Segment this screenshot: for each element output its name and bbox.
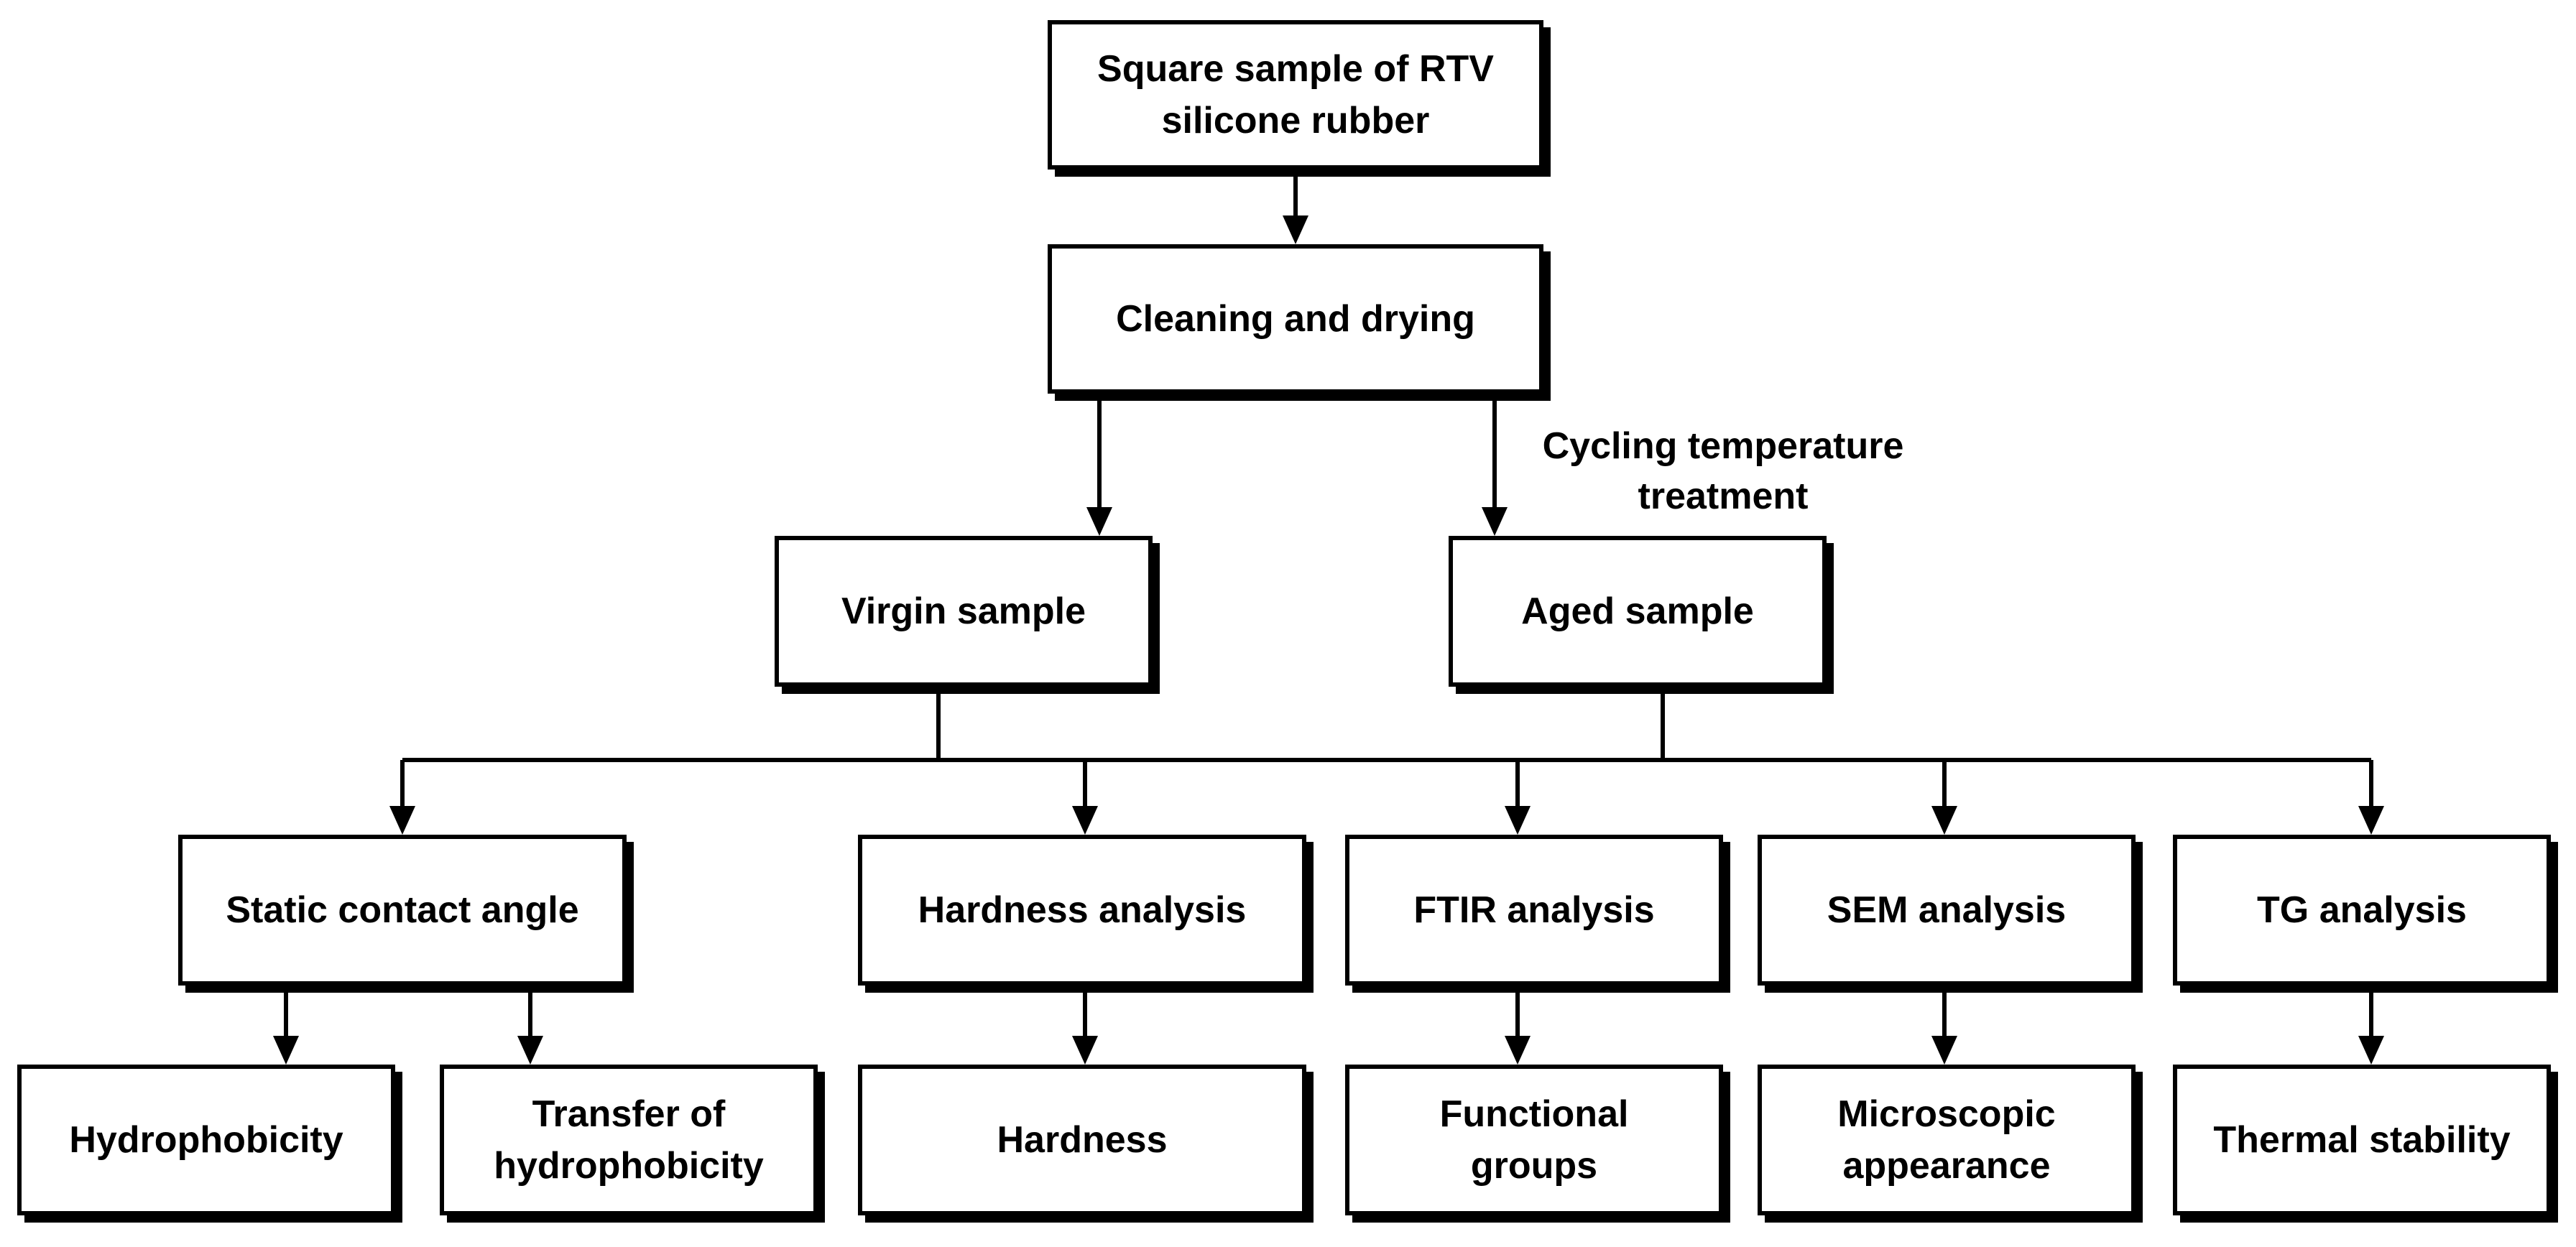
node-virgin-sample: Virgin sample [775, 536, 1153, 687]
node-functional-groups-label: Functional groups [1439, 1093, 1629, 1187]
node-cleaning-drying-label: Cleaning and drying [1116, 298, 1475, 340]
node-cleaning-drying: Cleaning and drying [1048, 244, 1543, 394]
node-hardness-analysis: Hardness analysis [858, 835, 1306, 986]
node-functional-groups: Functional groups [1345, 1065, 1723, 1215]
node-microscopic-appearance-label: Microscopic appearance [1837, 1093, 2056, 1187]
arrow-contact-to-transfer-head [517, 1036, 543, 1065]
node-tg-analysis-label: TG analysis [2257, 889, 2467, 931]
node-aged-sample: Aged sample [1449, 536, 1827, 687]
node-transfer-hydrophobicity-label: Transfer of hydrophobicity [494, 1093, 764, 1187]
node-transfer-hydrophobicity: Transfer of hydrophobicity [440, 1065, 818, 1215]
node-aged-sample-label: Aged sample [1521, 590, 1754, 632]
node-square-sample: Square sample of RTV silicone rubber [1048, 20, 1543, 170]
arrow-cleaning-to-virgin-head [1086, 507, 1112, 536]
arrow-bus-to-hardness-analysis-head [1072, 806, 1098, 835]
node-ftir-analysis: FTIR analysis [1345, 835, 1723, 986]
arrow-bus-to-sem-analysis-head [1931, 806, 1957, 835]
arrow-sem-to-microscopic-head [1931, 1036, 1957, 1065]
node-sem-analysis: SEM analysis [1758, 835, 2136, 986]
node-square-sample-label: Square sample of RTV silicone rubber [1097, 48, 1494, 142]
node-static-contact-angle-label: Static contact angle [226, 889, 579, 931]
arrow-bus-to-tg-analysis-head [2358, 806, 2384, 835]
node-thermal-stability: Thermal stability [2173, 1065, 2551, 1215]
arrow-hardness-analysis-to-hardness-head [1072, 1036, 1098, 1065]
node-microscopic-appearance: Microscopic appearance [1758, 1065, 2136, 1215]
node-hardness: Hardness [858, 1065, 1306, 1215]
node-sem-analysis-label: SEM analysis [1827, 889, 2067, 931]
node-hardness-label: Hardness [997, 1119, 1168, 1161]
node-hydrophobicity: Hydrophobicity [17, 1065, 395, 1215]
arrow-ftir-to-functional-groups-head [1505, 1036, 1531, 1065]
node-static-contact-angle: Static contact angle [178, 835, 627, 986]
node-thermal-stability-label: Thermal stability [2213, 1119, 2511, 1161]
arrow-square-to-cleaning-head [1283, 215, 1308, 244]
node-hydrophobicity-label: Hydrophobicity [69, 1119, 343, 1161]
arrow-bus-to-ftir-analysis-head [1505, 806, 1531, 835]
arrow-tg-to-thermal-stability-head [2358, 1036, 2384, 1065]
node-tg-analysis: TG analysis [2173, 835, 2551, 986]
edge-label-cycling-treatment: Cycling temperature treatment [1542, 425, 1904, 517]
arrow-cleaning-to-aged-head [1482, 507, 1508, 536]
arrow-contact-to-hydrophobicity-head [273, 1036, 299, 1065]
arrow-bus-to-static-contact-angle-head [389, 806, 415, 835]
node-hardness-analysis-label: Hardness analysis [918, 889, 1247, 931]
node-virgin-sample-label: Virgin sample [841, 590, 1086, 632]
node-ftir-analysis-label: FTIR analysis [1413, 889, 1655, 931]
